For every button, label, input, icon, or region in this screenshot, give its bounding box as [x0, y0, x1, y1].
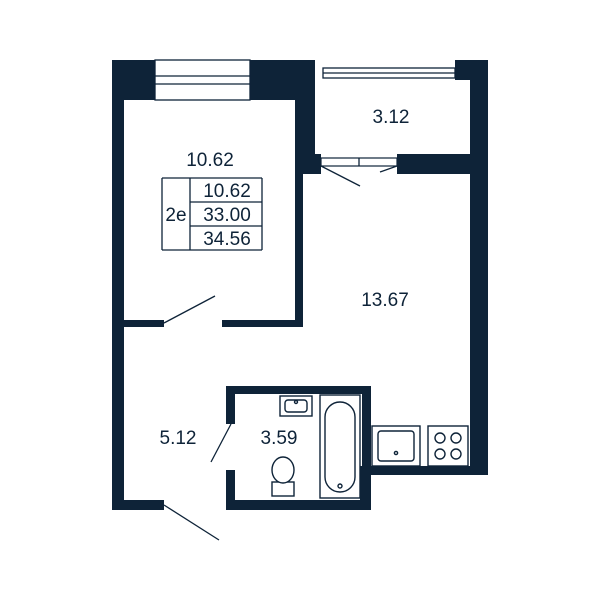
balcony-glazing [322, 67, 456, 79]
interior-walls [112, 78, 488, 510]
total-with-balcony-value: 34.56 [203, 229, 251, 250]
bedroom-area-label: 10.62 [186, 150, 234, 171]
wall-bath-top [226, 386, 371, 394]
bathroom-door [210, 423, 232, 463]
wall-bath-right [362, 386, 371, 510]
wall-bedroom-living [295, 78, 303, 326]
wall-bedroom-bottom-left [112, 320, 164, 327]
bedroom-door [163, 295, 216, 324]
wall-bath-left-upper [226, 386, 235, 424]
stove [427, 425, 469, 467]
balcony-area-label: 3.12 [373, 107, 410, 128]
wall-bottom-bath [226, 500, 368, 510]
wall-left [112, 60, 124, 510]
toilet [271, 456, 295, 497]
wall-balcony-bottom-right [397, 154, 488, 174]
wall-bottom-kitchen [368, 466, 488, 475]
hallway-area-label: 5.12 [160, 428, 197, 449]
wall-top-left [112, 60, 155, 100]
wall-bath-left-lower [226, 470, 235, 510]
kitchen-sink [371, 425, 421, 467]
bathtub [319, 394, 361, 499]
entrance-door [163, 504, 220, 541]
total-area-value: 33.00 [203, 205, 251, 226]
wall-bedroom-bottom-right [222, 320, 303, 327]
wall-right [470, 60, 488, 475]
bedroom-window [154, 59, 251, 101]
bathroom-area-label: 3.59 [261, 428, 298, 449]
living-area-value: 10.62 [203, 181, 251, 202]
apartment-type-label: 2e [165, 205, 186, 226]
wall-bottom-left [112, 500, 164, 510]
living-kitchen-area-label: 13.67 [361, 290, 409, 311]
sink [279, 395, 313, 417]
balcony-door [320, 157, 398, 187]
area-summary-table: 2e 10.62 33.00 34.56 [161, 177, 263, 251]
wall-balcony-left [303, 78, 315, 174]
